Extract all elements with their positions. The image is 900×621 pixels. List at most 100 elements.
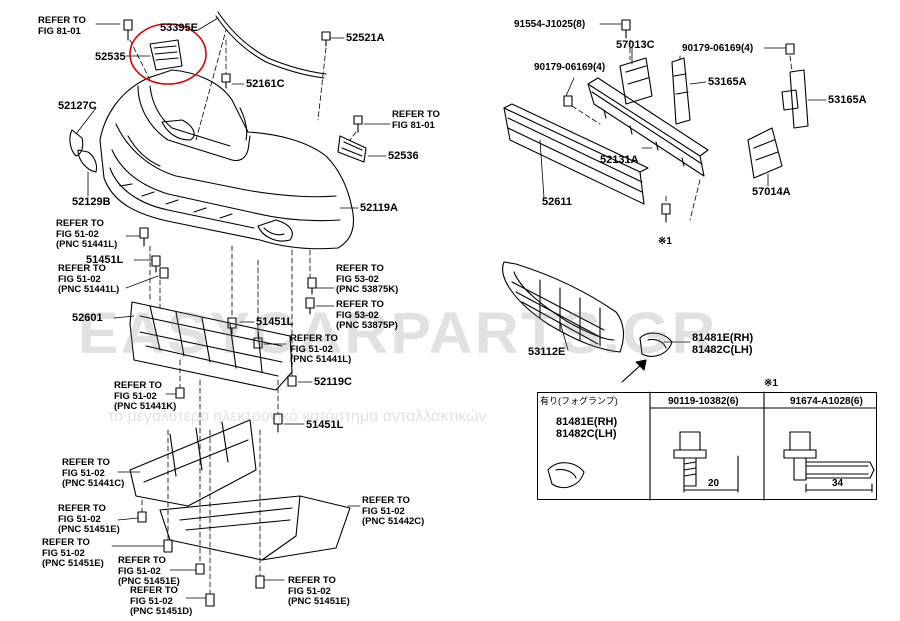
part-label-52536: 52536	[388, 150, 419, 162]
note-mark-1: ※1	[658, 236, 672, 247]
refer-line: FIG 51-02	[362, 505, 405, 517]
part-label-53395E: 53395E	[160, 22, 198, 34]
moulding-53395E	[217, 11, 327, 75]
refer-line: (PNC 53875P)	[336, 320, 398, 331]
refer-line: (PNC 53875K)	[336, 284, 399, 295]
table-header-bolt-91674: 91674-A1028(6)	[790, 396, 863, 407]
part-label-52161C: 52161C	[246, 78, 285, 90]
refer-line: REFER TO	[362, 495, 410, 506]
part-label-91554-J1025: 91554-J1025(8)	[514, 19, 586, 30]
table-header-bolt-90119: 90119-10382(6)	[668, 396, 739, 407]
refer-line: REFER TO	[392, 109, 440, 120]
refer-line: (PNC 51451E)	[58, 524, 120, 535]
refer-line: FIG 81-01	[38, 25, 81, 37]
part-label-52131A: 52131A	[600, 154, 639, 166]
part-label-57013C: 57013C	[616, 39, 655, 51]
refer-line: FIG 51-02	[56, 228, 99, 240]
refer-line: FIG 51-02	[62, 467, 105, 479]
part-label-53165A-a: 53165A	[708, 76, 747, 88]
refer-line: REFER TO	[56, 218, 104, 229]
option-table	[537, 392, 877, 500]
part-label-57014A: 57014A	[752, 186, 791, 198]
part-label-51451L-b: 51451L	[256, 316, 294, 328]
part-label-52521A: 52521A	[346, 32, 385, 44]
refer-line: FIG 51-02	[42, 547, 85, 559]
dimension-20: 20	[708, 478, 720, 489]
refer-line: (PNC 51441L)	[290, 354, 352, 365]
dimension-34: 34	[832, 478, 844, 489]
refer-line: FIG 51-02	[288, 585, 331, 597]
refer-line: (PNC 51451D)	[130, 606, 193, 617]
part-label-51451L-c: 51451L	[306, 419, 344, 431]
refer-line: (PNC 51451E)	[42, 558, 104, 569]
refer-line: (PNC 51441K)	[114, 401, 177, 412]
refer-line: FIG 51-02	[130, 595, 173, 607]
refer-line: REFER TO	[38, 15, 86, 26]
refer-line: FIG 51-02	[118, 565, 161, 577]
part-label-52535: 52535	[95, 51, 126, 63]
refer-line: FIG 51-02	[58, 273, 101, 285]
part-label-52119C: 52119C	[314, 376, 352, 388]
refer-line: REFER TO	[62, 457, 110, 468]
refer-line: REFER TO	[336, 299, 384, 310]
part-label-52119A: 52119A	[360, 202, 398, 214]
highlight-circle	[129, 23, 207, 85]
refer-line: (PNC 51441L)	[56, 239, 118, 250]
refer-line: REFER TO	[118, 555, 166, 566]
watermark-tagline: το μεγαλύτερο ηλεκτρονικό κατάστημα αντα…	[108, 408, 487, 425]
refer-line: (PNC 51442C)	[362, 516, 425, 527]
refer-line: REFER TO	[42, 537, 90, 548]
refer-line: (PNC 51451E)	[288, 596, 350, 607]
refer-line: FIG 51-02	[58, 513, 101, 525]
refer-line: REFER TO	[58, 503, 106, 514]
part-label-90179-06169-a: 90179-06169(4)	[534, 62, 606, 73]
part-label-81481E-rh: 81481E(RH)	[692, 332, 754, 344]
bumper-cover-shape	[99, 69, 355, 250]
part-label-51451L-a: 51451L	[86, 254, 124, 266]
refer-line: (PNC 51451E)	[118, 576, 180, 587]
table-label-81481E: 81481E(RH)	[556, 416, 618, 428]
refer-line: FIG 51-02	[114, 390, 157, 402]
part-label-90179-06169-b: 90179-06169(4)	[682, 43, 754, 54]
part-label-52611: 52611	[542, 196, 572, 208]
refer-line: REFER TO	[288, 575, 336, 586]
refer-line: FIG 51-02	[290, 343, 333, 355]
refer-line: REFER TO	[58, 263, 106, 274]
note-mark-2: ※1	[764, 378, 778, 389]
refer-line: FIG 53-02	[336, 309, 379, 321]
refer-line: FIG 81-01	[392, 119, 435, 131]
option-header-fog-lamp: 有り(フォグランプ)	[540, 396, 618, 406]
watermark-brand: EASYCARPARTS.GR	[78, 301, 718, 366]
part-label-53165A-b: 53165A	[828, 94, 867, 106]
part-label-53112E: 53112E	[528, 346, 566, 358]
refer-line: REFER TO	[114, 380, 162, 391]
refer-line: REFER TO	[290, 333, 338, 344]
refer-line: FIG 53-02	[336, 273, 379, 285]
refer-line: REFER TO	[130, 585, 178, 596]
refer-line: (PNC 51441L)	[58, 284, 120, 295]
refer-line: REFER TO	[336, 263, 384, 274]
refer-line: (PNC 51441C)	[62, 478, 125, 489]
table-label-81482C: 81482C(LH)	[556, 428, 617, 440]
part-label-52127C: 52127C	[58, 100, 97, 112]
part-label-52129B: 52129B	[72, 196, 111, 208]
part-label-81482C-lh: 81482C(LH)	[692, 344, 753, 356]
part-label-52601: 52601	[72, 312, 103, 324]
